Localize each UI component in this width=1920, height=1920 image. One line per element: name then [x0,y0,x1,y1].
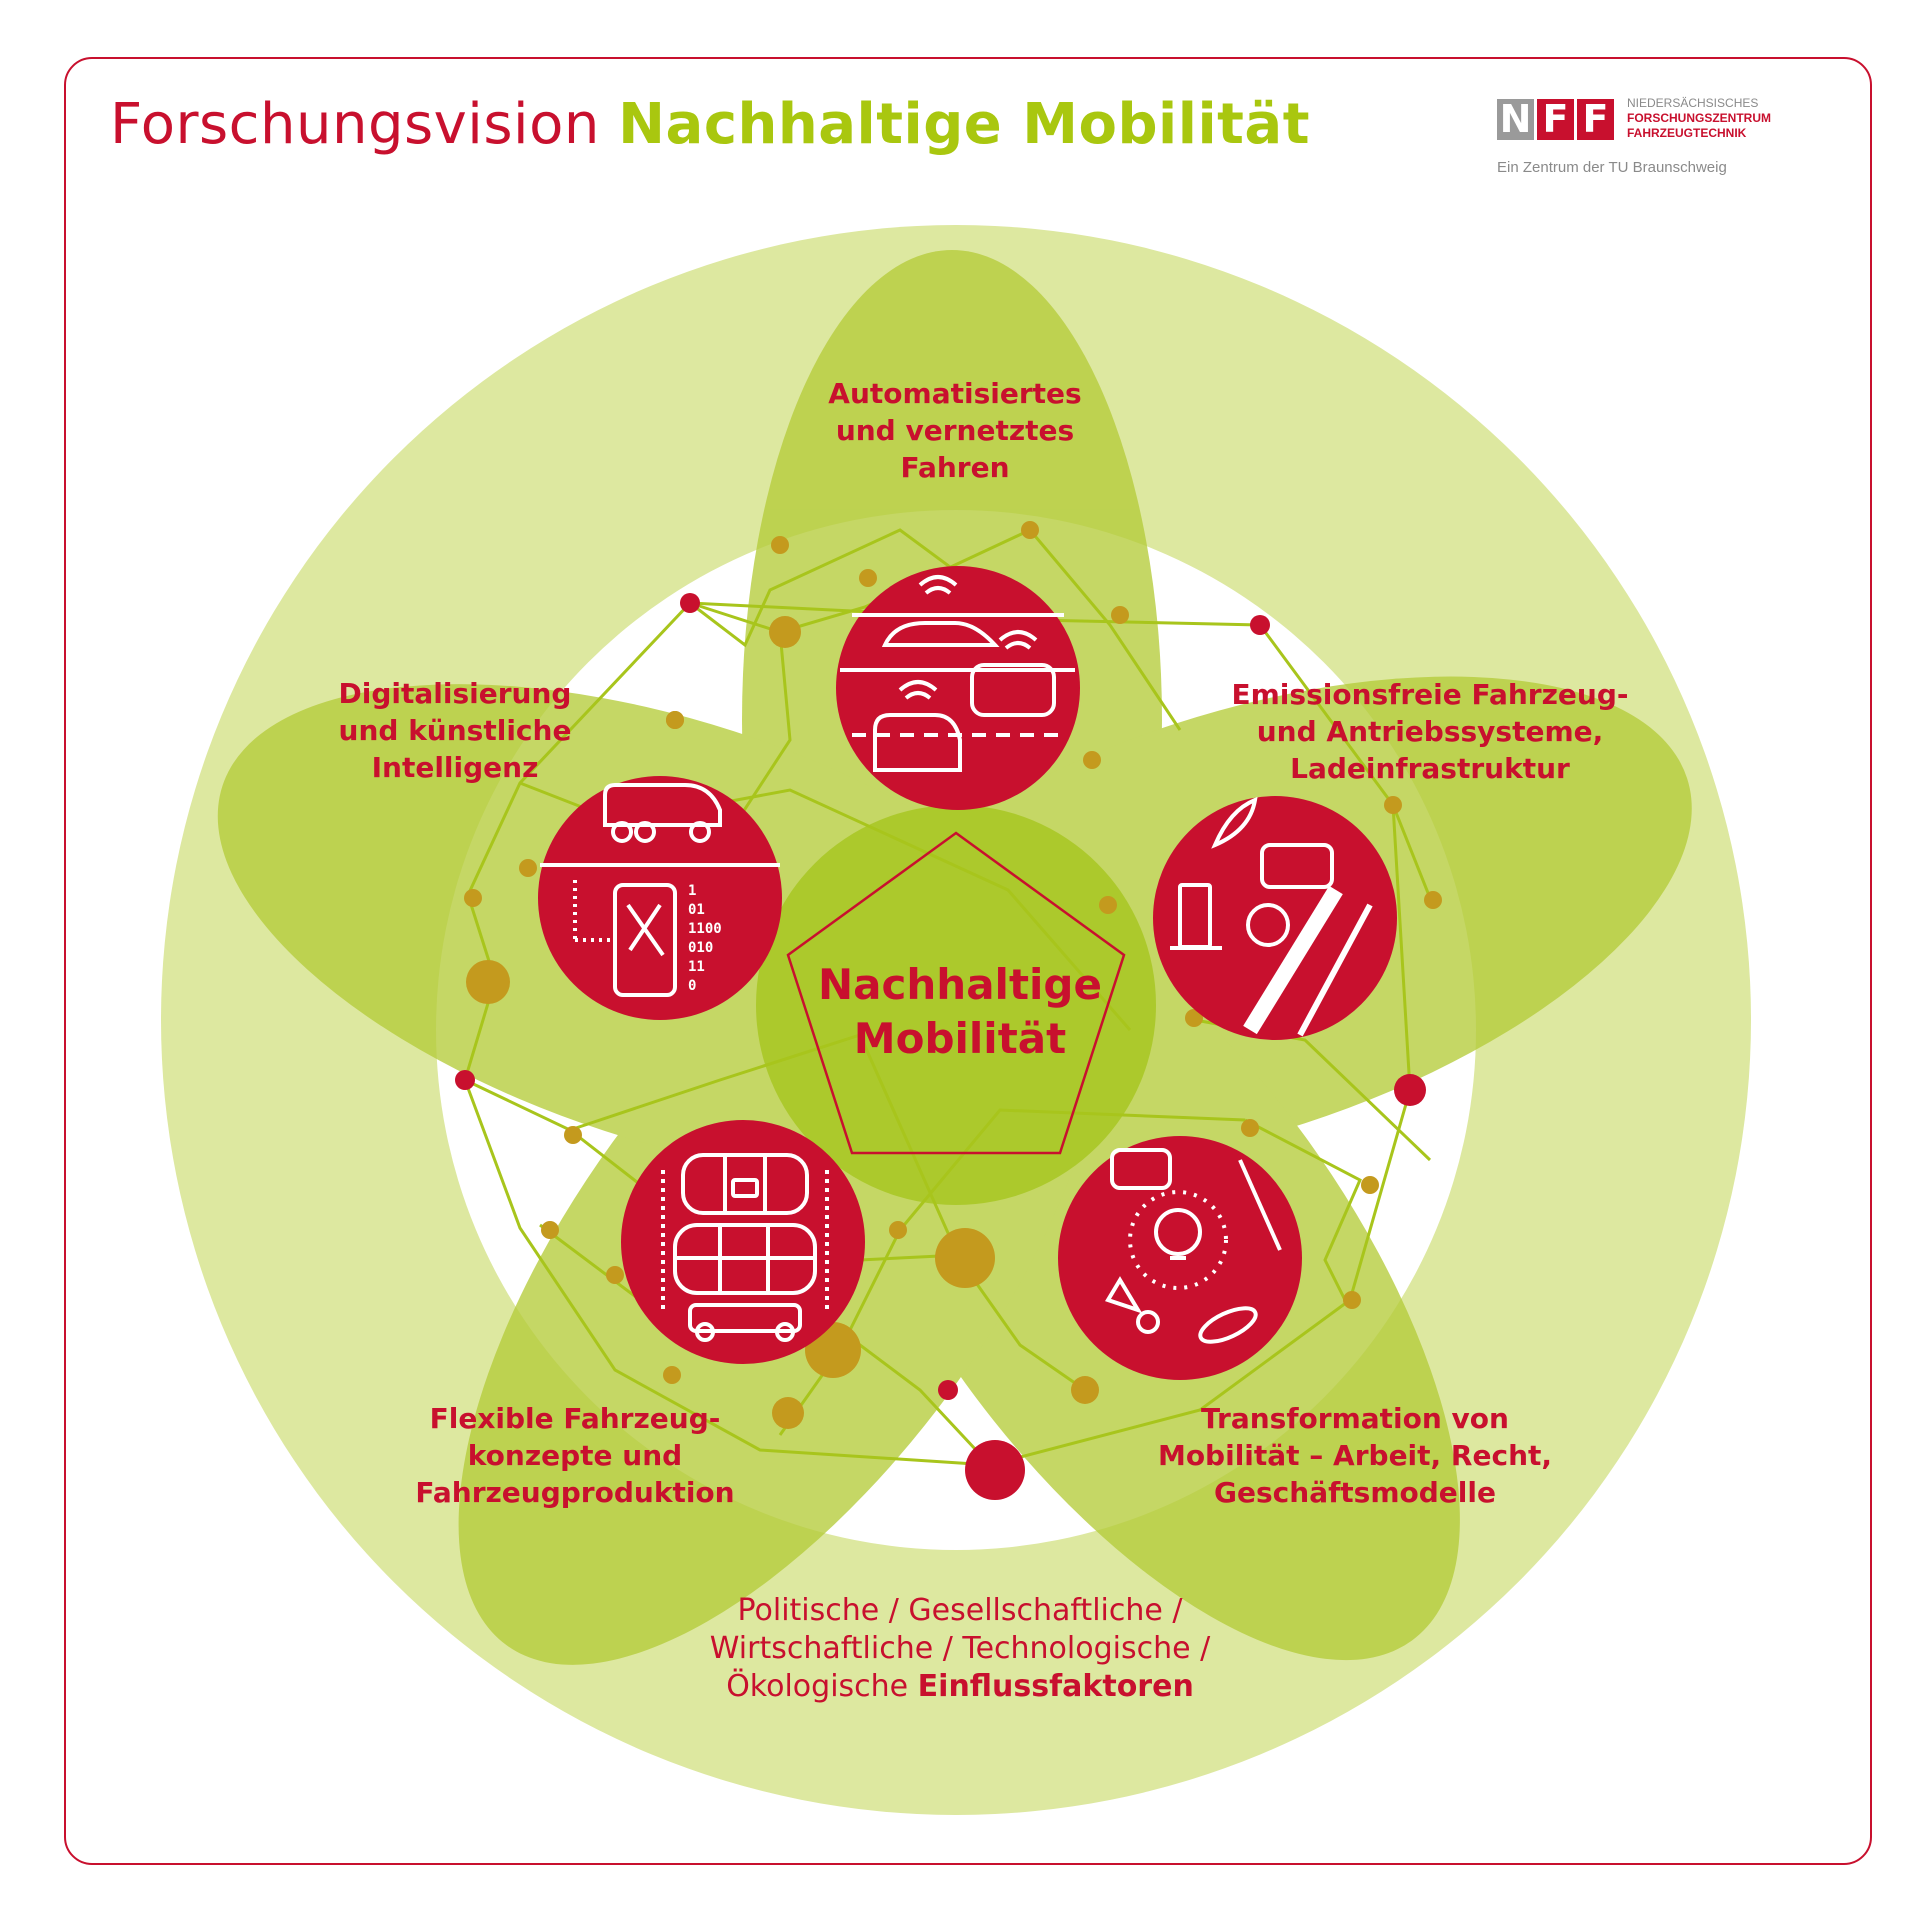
label-automated: Automatisiertes und vernetztes Fahren [828,377,1082,484]
node-gold [889,1221,907,1239]
smartphone-data-icon [538,776,782,1020]
binary-line-4: 010 [688,940,713,956]
node-gold [1384,796,1402,814]
node-gold [1099,896,1117,914]
logo-text: NIEDERSÄCHSISCHES FORSCHUNGSZENTRUM FAHR… [1627,96,1771,141]
node-gold [464,889,482,907]
node-gold [1083,751,1101,769]
binary-line-6: 0 [688,978,696,994]
factors-line1: Politische / Gesellschaftliche / [737,1593,1183,1628]
label-emission: Emissionsfreie Fahrzeug- und Antriebssys… [1231,678,1629,785]
icon-digital: 1 01 1100 010 11 0 [538,776,782,1020]
node-red [455,1070,475,1090]
logo-letter-f2: F [1577,99,1614,140]
factors-line3-bold: Einflussfaktoren [917,1669,1194,1704]
icon-flexible [621,1120,865,1364]
node-gold [771,536,789,554]
charging-station-icon [1153,796,1397,1040]
logo-letter-f1: F [1537,99,1574,140]
logo-line3: FAHRZEUGTECHNIK [1627,126,1747,140]
logo-line2: FORSCHUNGSZENTRUM [1627,111,1771,125]
node-gold [666,711,684,729]
center-label: Nachhaltige Mobilität [818,960,1102,1063]
node-gold [935,1228,995,1288]
node-gold [1185,1009,1203,1027]
logo-letters: N F F [1497,99,1614,140]
node-gold [564,1126,582,1144]
node-gold [1361,1176,1379,1194]
node-gold [541,1221,559,1239]
network-line [569,1033,1086,1392]
influence-factors: Politische / Gesellschaftliche / Wirtsch… [660,1592,1260,1706]
title-part2: Nachhaltige Mobilität [618,92,1310,157]
node-gold [663,1366,681,1384]
node-red [1394,1074,1426,1106]
factors-line3: Ökologische Einflussfaktoren [660,1668,1260,1706]
node-red-large [965,1440,1025,1500]
poster-frame [64,57,1872,1865]
network-line [463,979,991,1467]
node-gold [1241,1119,1259,1137]
node-gold [466,960,510,1004]
page-title: Forschungsvision Nachhaltige Mobilität [110,92,1310,157]
node-red [938,1380,958,1400]
node-gold [769,616,801,648]
network-line [1244,1118,1362,1301]
icon-emission [1153,796,1397,1040]
center-pentagon [786,831,1126,1155]
node-gold [772,1397,804,1429]
logo-line1: NIEDERSÄCHSISCHES [1627,96,1759,110]
binary-line-3: 1100 [688,921,722,937]
node-gold [1424,891,1442,909]
connected-vehicles-icon [836,566,1080,810]
node-red [680,593,700,613]
node-gold [1111,606,1129,624]
node-gold [606,1266,624,1284]
node-red [1250,615,1270,635]
node-gold [1071,1376,1099,1404]
icon-automated [836,566,1080,810]
network-line [466,601,692,981]
logo-subtitle: Ein Zentrum der TU Braunschweig [1497,159,1727,176]
label-transformation: Transformation von Mobilität – Arbeit, R… [1157,1402,1553,1509]
binary-line-5: 11 [688,959,705,975]
node-gold [1343,1291,1361,1309]
label-flexible: Flexible Fahrzeug- konzepte und Fahrzeug… [415,1402,735,1509]
node-gold [519,859,537,877]
node-gold [1021,521,1039,539]
binary-line-2: 01 [688,902,705,918]
logo-letter-n: N [1497,99,1534,140]
node-gold [859,569,877,587]
factors-line2: Wirtschaftliche / Technologische / [709,1631,1211,1666]
binary-line-1: 1 [688,883,696,899]
label-digital: Digitalisierung und künstliche Intellige… [338,677,572,784]
factors-line3-regular: Ökologische [726,1669,918,1704]
nff-logo: N F F NIEDERSÄCHSISCHES FORSCHUNGSZENTRU… [1497,96,1827,186]
title-part1: Forschungsvision [110,92,600,157]
icon-transformation [1058,1136,1302,1380]
